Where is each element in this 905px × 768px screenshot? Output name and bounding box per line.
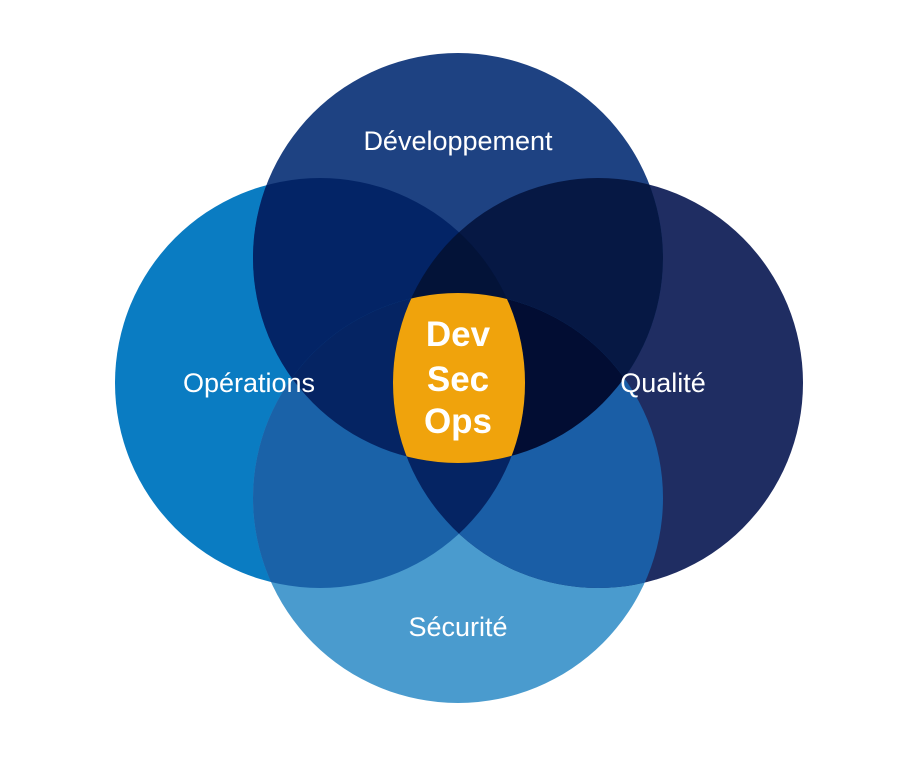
label-developpement: Développement	[363, 126, 553, 156]
label-operations: Opérations	[183, 368, 315, 398]
label-securite: Sécurité	[408, 612, 507, 642]
center-label-sec: Sec	[427, 360, 489, 399]
overlap-triple-dev-ops-sec	[253, 293, 525, 463]
overlap-triple-bottom	[393, 293, 525, 588]
overlap-triple-top	[393, 178, 525, 463]
overlap-triple-right	[393, 293, 663, 463]
center-label-dev: Dev	[426, 315, 491, 354]
center-label-ops: Ops	[424, 402, 492, 441]
label-qualite: Qualité	[620, 368, 706, 398]
